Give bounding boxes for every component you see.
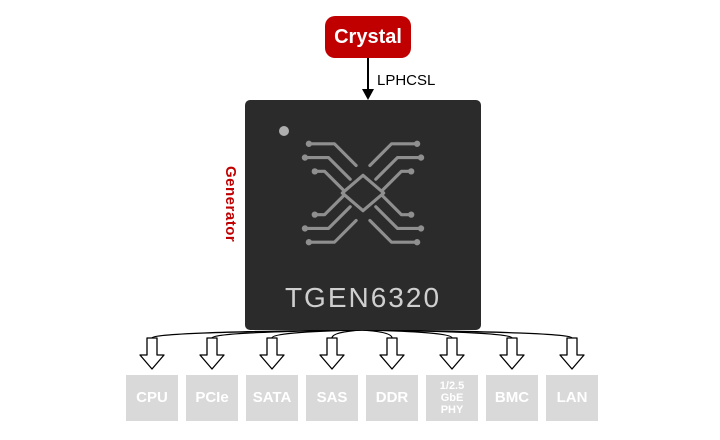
down-arrow-icon xyxy=(319,337,345,370)
chip-package: TGEN6320 xyxy=(245,100,481,330)
output-label: PCIe xyxy=(195,388,229,406)
pin1-dot-icon xyxy=(279,126,289,136)
output-label: DDR xyxy=(375,388,409,406)
output-label: 1/2.5 GbE PHY xyxy=(439,379,465,417)
output-box-ddr: DDR xyxy=(366,375,418,421)
crystal-to-chip-arrow-icon xyxy=(362,58,374,100)
chip-logo-icon xyxy=(301,140,425,246)
down-arrow-icon xyxy=(259,337,285,370)
down-arrow-icon xyxy=(199,337,225,370)
output-arrow-icons xyxy=(139,337,585,370)
down-arrow-icon xyxy=(439,337,465,370)
output-box-cpu: CPU xyxy=(126,375,178,421)
output-label: LAN xyxy=(556,388,588,406)
down-arrow-icon xyxy=(559,337,585,370)
output-box-sata: SATA xyxy=(246,375,298,421)
crystal-label: Crystal xyxy=(334,25,402,48)
output-label: SATA xyxy=(252,388,292,406)
output-label: CPU xyxy=(136,388,168,406)
down-arrow-icon xyxy=(379,337,405,370)
output-box-pcie: PCIe xyxy=(186,375,238,421)
output-box-bmc: BMC xyxy=(486,375,538,421)
output-box-row: CPU PCIe SATA SAS DDR 1/2.5 GbE PHY BMC … xyxy=(126,375,598,421)
output-box-sas: SAS xyxy=(306,375,358,421)
fan-connector-lines xyxy=(151,329,573,339)
output-label: BMC xyxy=(494,388,530,406)
generator-label: Generator xyxy=(222,165,239,243)
output-box-lan: LAN xyxy=(546,375,598,421)
down-arrow-icon xyxy=(499,337,525,370)
chip-part-number: TGEN6320 xyxy=(284,282,442,313)
signal-label: LPHCSL xyxy=(377,72,436,89)
output-label: SAS xyxy=(316,388,348,406)
down-arrow-icon xyxy=(139,337,165,370)
output-box-gbe-phy: 1/2.5 GbE PHY xyxy=(426,375,478,421)
crystal-source-box: Crystal xyxy=(325,16,411,58)
